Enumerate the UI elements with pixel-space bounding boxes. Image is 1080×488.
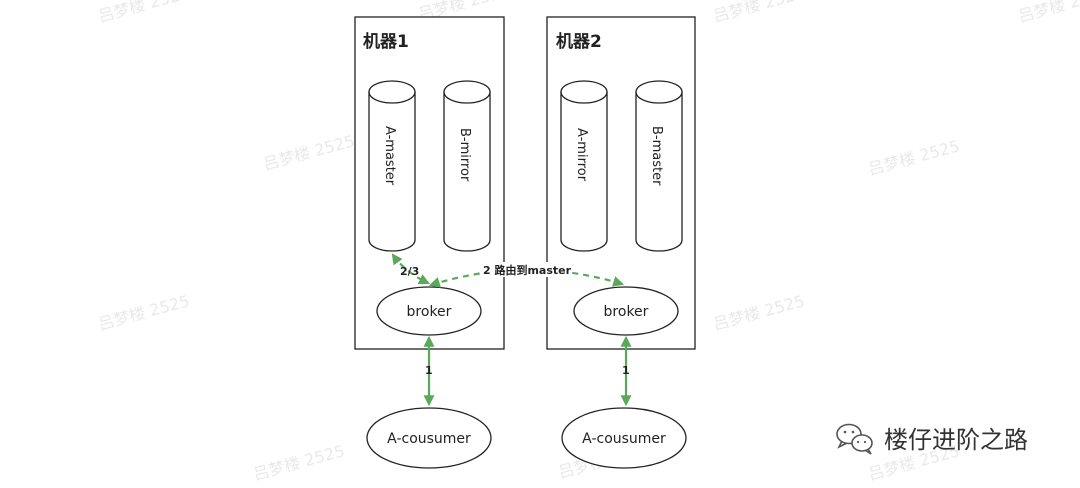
cylinder-label: A-mirror <box>574 128 589 182</box>
watermark-text: 吕梦楼 2525 <box>1016 0 1080 26</box>
consumer-1: A-cousumer <box>366 407 492 469</box>
consumer-2: A-cousumer <box>561 407 687 469</box>
broker-1: broker <box>376 286 482 336</box>
cylinder-a-master: A-master <box>368 80 416 252</box>
machine-2-title: 机器2 <box>556 31 602 52</box>
edge-route-to-master <box>428 268 625 288</box>
watermark-text: 吕梦楼 2525 <box>261 131 357 174</box>
cylinder-label: A-master <box>382 126 397 186</box>
watermark-text: 吕梦楼 2525 <box>96 0 192 26</box>
consumer-label: A-cousumer <box>387 431 471 447</box>
edge-label-1: 1 <box>425 364 433 377</box>
wechat-icon <box>836 423 873 455</box>
edge-label-bg <box>482 262 572 277</box>
edge-master-broker <box>391 253 430 285</box>
watermark-text: 吕梦楼 2525 <box>251 441 347 484</box>
machine-2: 机器2 A-mirror B-master broker <box>546 16 696 350</box>
edge-label-1: 1 <box>622 364 630 377</box>
watermark-text: 吕梦楼 2525 <box>866 136 962 179</box>
edge-label-route: 2 路由到master <box>483 263 572 277</box>
cylinder-a-mirror: A-mirror <box>560 80 608 252</box>
watermark-text: 吕梦楼 2525 <box>711 291 807 334</box>
brand-name: 楼仔进阶之路 <box>884 426 1028 454</box>
consumer-label: A-cousumer <box>582 431 666 447</box>
edges: 2/3 2 路由到master 1 1 <box>391 253 632 407</box>
watermark-text: 吕梦楼 2525 <box>96 291 192 334</box>
broker-label: broker <box>604 304 649 320</box>
cylinder-label: B-mirror <box>457 128 472 182</box>
broker-label: broker <box>407 304 452 320</box>
cylinder-b-mirror: B-mirror <box>443 80 491 252</box>
cylinder-label: B-master <box>649 126 664 186</box>
machine-1: 机器1 A-master B-mirror broker <box>354 16 505 350</box>
edge-label-2-3: 2/3 <box>400 265 419 278</box>
watermark-text: 吕梦楼 2525 <box>711 0 807 26</box>
broker-2: broker <box>573 286 679 336</box>
brand: 楼仔进阶之路 <box>836 423 1028 455</box>
machine-1-title: 机器1 <box>363 31 409 52</box>
cylinder-b-master: B-master <box>635 80 683 252</box>
